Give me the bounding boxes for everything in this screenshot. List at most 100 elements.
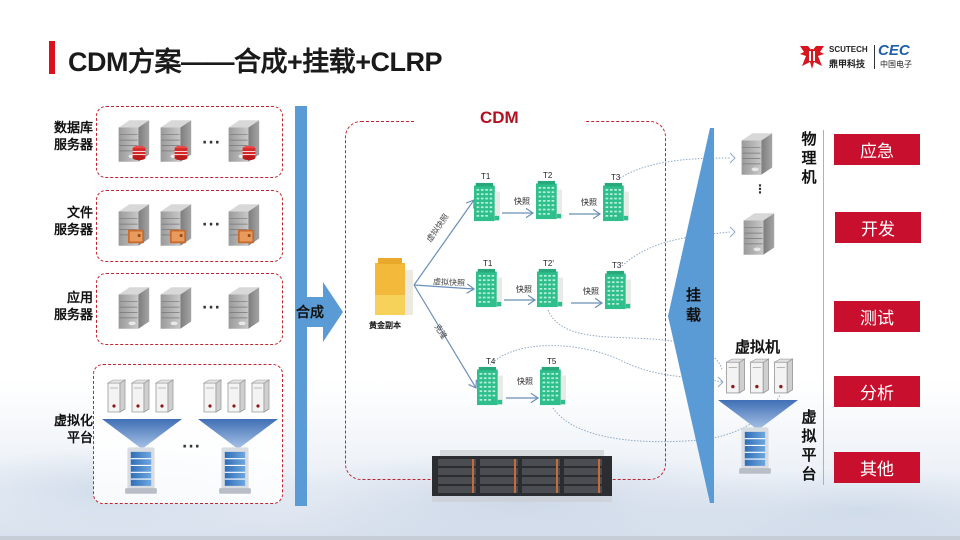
node-label: T3' (612, 261, 623, 270)
label-line: 虚拟化 (53, 414, 93, 429)
snapshot-node-icon (476, 268, 502, 308)
consolidation-triangle-icon (198, 419, 278, 449)
snapshot-node-icon (603, 182, 629, 222)
label-char: 机 (801, 168, 817, 186)
snapshot-node-icon (537, 268, 563, 308)
group-label-virtualization: 虚拟化 平台 (38, 413, 93, 447)
group-label-database: 数据库 服务器 (38, 120, 93, 154)
snapshot-node-icon (540, 366, 566, 406)
logo-partner-cn: 中国电子 (880, 60, 912, 69)
branch-edge (413, 284, 476, 388)
mount-shape (668, 128, 714, 503)
ellipsis: ··· (202, 217, 221, 233)
bottom-strip (0, 536, 960, 540)
branch-edge (413, 200, 474, 286)
label-line: 平台 (66, 431, 93, 446)
virtualization-platform-group: ··· (93, 364, 283, 504)
node-label: T5 (547, 357, 557, 366)
label-line: 挂 (686, 286, 702, 304)
snapshot-label: 快照 (583, 287, 599, 296)
node-label: T1 (483, 259, 493, 268)
cdm-title: CDM (480, 108, 519, 127)
logo-brand-en: SCUTECH (829, 45, 868, 54)
ellipsis: ⋮ (754, 182, 766, 196)
group-label-file: 文件 服务器 (38, 205, 93, 239)
logo-separator (874, 45, 875, 69)
use-case-emergency[interactable]: 应急 (834, 134, 920, 165)
label-line: 服务器 (53, 308, 93, 323)
node-label: T2 (543, 171, 553, 180)
mount-curve (489, 345, 723, 383)
consolidation-triangle-icon (102, 419, 182, 449)
mount-curve (619, 157, 731, 179)
physical-machine-label: 物 理 机 (800, 130, 818, 187)
cdm-title-gap (416, 112, 584, 132)
snapshot-node-icon (477, 366, 503, 406)
label-line: 载 (686, 306, 702, 324)
title-accent-bar (49, 41, 55, 74)
branch-edge-label: 虚拟快照 (432, 277, 466, 288)
synthesis-label: 合成 (296, 305, 324, 321)
storage-appliance-icon (432, 450, 612, 502)
snapshot-node-icon (605, 270, 631, 310)
label-line: 应用 (66, 291, 93, 306)
physical-server-icon (738, 130, 774, 178)
logo-partner-en: CEC (878, 42, 910, 59)
mount-arrowhead-icon (729, 226, 736, 238)
scutech-logo-icon (800, 46, 824, 69)
synthesis-bar (295, 106, 307, 506)
use-case-testing[interactable]: 测试 (834, 301, 920, 332)
use-case-analysis[interactable]: 分析 (834, 376, 920, 407)
vm-icon (772, 358, 794, 394)
snapshot-node-icon (474, 182, 500, 222)
consolidation-triangle-icon (718, 400, 798, 430)
golden-copy-icon (375, 258, 413, 315)
label-char: 理 (801, 149, 817, 167)
label-char: 虚 (801, 408, 817, 426)
page-title: CDM方案——合成+挂载+CLRP (68, 47, 443, 77)
mount-curve (547, 309, 723, 371)
mount-connections (489, 157, 781, 443)
node-label: T3 (611, 173, 621, 182)
ellipsis: ··· (202, 135, 221, 151)
label-char: 平 (801, 446, 817, 464)
branch-edge (413, 285, 474, 289)
vm-icon (724, 358, 746, 394)
label-char: 物 (801, 130, 817, 148)
use-case-other[interactable]: 其他 (834, 452, 920, 483)
synthesis-arrow-icon (307, 282, 343, 342)
ellipsis: ··· (202, 300, 221, 316)
vm-label: 虚拟机 (735, 338, 781, 356)
snapshot-label: 快照 (517, 377, 533, 386)
mount-curve (621, 231, 731, 267)
virtual-platform-label: 虚 拟 平 台 (800, 408, 818, 484)
vm-icon (748, 358, 770, 394)
database-server-group: ··· (96, 106, 283, 178)
snapshot-node-icon (536, 180, 562, 220)
mount-arrowhead-icon (717, 376, 724, 388)
snapshot-label: 快照 (514, 197, 530, 206)
physical-server-icon (740, 210, 776, 258)
node-label: T1 (481, 172, 491, 181)
node-label: T4 (486, 357, 496, 366)
group-label-application: 应用 服务器 (38, 290, 93, 324)
file-server-group: ··· (96, 190, 283, 262)
label-line: 数据库 (53, 121, 93, 136)
golden-copy-label: 黄金副本 (369, 321, 401, 330)
divider-line (823, 130, 824, 485)
node-label: T2' (543, 259, 554, 268)
company-logo: SCUTECH 鼎甲科技 CEC 中国电子 (798, 42, 918, 72)
mount-curve (552, 394, 781, 443)
logo-brand-cn: 鼎甲科技 (829, 60, 866, 70)
label-line: 文件 (66, 206, 93, 221)
use-case-development[interactable]: 开发 (835, 212, 921, 243)
snapshot-label: 快照 (516, 285, 532, 294)
label-char: 台 (801, 465, 817, 483)
mount-label: 挂 载 (686, 285, 704, 325)
label-line: 服务器 (53, 223, 93, 238)
mount-arrowhead-icon (729, 152, 736, 164)
label-char: 拟 (801, 427, 817, 445)
ellipsis: ··· (182, 439, 201, 455)
snapshot-label: 快照 (581, 198, 597, 207)
